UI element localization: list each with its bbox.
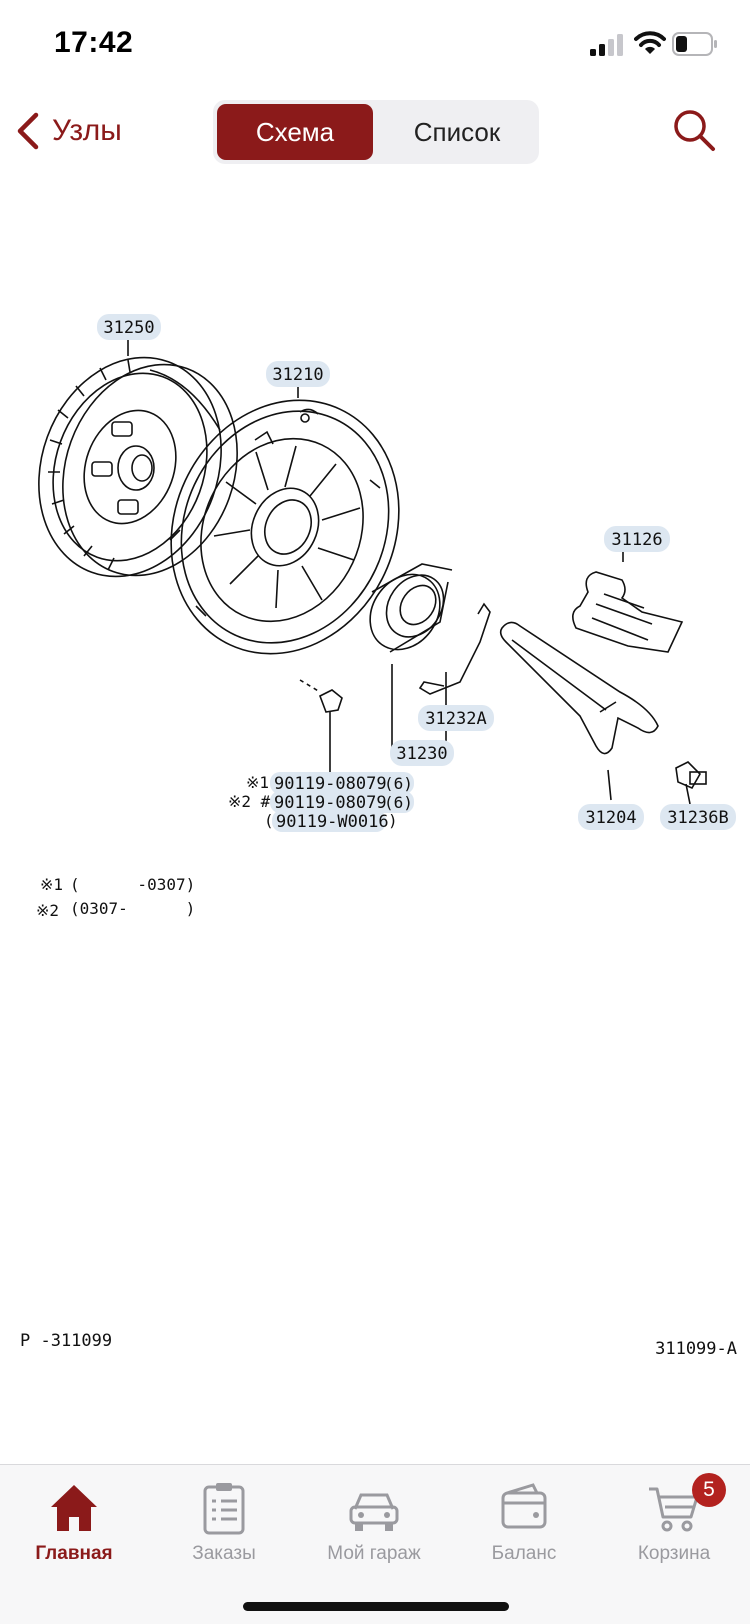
status-bar: 17:42 <box>0 0 750 90</box>
callout-bolt-2[interactable]: 90119-08079 <box>270 791 414 813</box>
navigation-header: Узлы Схема Список <box>0 96 750 168</box>
tab-garage-label: Мой гараж <box>327 1543 421 1564</box>
wallet-icon <box>501 1483 547 1529</box>
bolt-qty-1: (6) <box>384 774 413 793</box>
callout-bolt-3-label: 90119-W0016 <box>276 812 389 832</box>
diagram-ref-left: P -311099 <box>20 1331 112 1351</box>
segment-scheme[interactable]: Схема <box>217 104 373 160</box>
bolt-qty-2: (6) <box>384 793 413 812</box>
segment-list[interactable]: Список <box>413 116 501 147</box>
bolt-paren-open: ( <box>264 811 274 830</box>
parts-diagram: 31250 31210 31126 31232A 31230 31204 312… <box>0 190 750 1410</box>
status-time: 17:42 <box>54 26 134 59</box>
cart-icon <box>649 1487 699 1532</box>
tab-home-label: Главная <box>35 1543 113 1564</box>
bottom-tab-bar: Главная Заказы Мой гараж Баланс <box>0 1464 750 1624</box>
tab-balance-label: Баланс <box>491 1543 557 1564</box>
cart-badge: 5 <box>692 1473 726 1507</box>
callout-31230[interactable]: 31230 <box>390 740 454 766</box>
clutch-exploded-view: 31250 31210 31126 31232A 31230 31204 312… <box>20 314 737 1359</box>
bolt-mark-2: ※2 # <box>228 792 271 811</box>
callout-31126-label: 31126 <box>611 530 662 550</box>
note-mark-1: ※1 <box>40 875 63 894</box>
home-indicator <box>243 1602 509 1611</box>
pivot-drawing <box>675 761 707 790</box>
tab-cart[interactable]: 5 Корзина <box>604 1473 744 1585</box>
clipboard-list-icon <box>203 1483 245 1535</box>
tab-garage[interactable]: Мой гараж <box>304 1475 444 1585</box>
callout-31232A-label: 31232A <box>425 709 486 729</box>
callout-bolt-3[interactable]: 90119-W0016 <box>272 810 389 832</box>
car-icon <box>349 1493 399 1531</box>
cellular-signal-icon <box>590 34 623 56</box>
release-bearing-drawing <box>369 563 453 653</box>
tab-home[interactable]: Главная <box>4 1475 144 1585</box>
clutch-disc-drawing <box>38 356 238 578</box>
callout-31250[interactable]: 31250 <box>97 314 161 340</box>
tab-orders[interactable]: Заказы <box>154 1475 294 1585</box>
pressure-plate-drawing <box>169 399 400 655</box>
release-fork-drawing <box>499 621 659 755</box>
callout-31204-label: 31204 <box>585 808 636 828</box>
view-segmented-control: Схема Список <box>213 100 539 164</box>
callout-31236B[interactable]: 31236B <box>660 804 736 830</box>
note-text-1: ( -0307) <box>70 875 195 894</box>
search-icon[interactable] <box>672 108 716 152</box>
note-text-2: (0307- ) <box>70 899 195 918</box>
diagram-ref-right: 311099-A <box>655 1339 737 1359</box>
note-mark-2: ※2 <box>36 901 59 920</box>
tab-orders-label: Заказы <box>192 1543 256 1564</box>
home-icon <box>51 1485 97 1531</box>
callout-bolt-1[interactable]: 90119-08079 <box>270 772 414 794</box>
battery-icon <box>672 32 717 56</box>
callout-31230-label: 31230 <box>396 744 447 764</box>
callout-31232A[interactable]: 31232A <box>418 705 494 731</box>
callout-31236B-label: 31236B <box>667 808 728 828</box>
callout-bolt-1-label: 90119-08079 <box>274 774 387 794</box>
callout-31210-label: 31210 <box>272 365 323 385</box>
callout-31126[interactable]: 31126 <box>604 526 670 552</box>
callout-31210[interactable]: 31210 <box>266 361 330 387</box>
callout-bolt-2-label: 90119-08079 <box>274 793 387 813</box>
bolt-drawing <box>299 679 343 713</box>
callout-31250-label: 31250 <box>103 318 154 338</box>
bolt-mark-1: ※1 <box>246 773 269 792</box>
wifi-icon <box>634 31 666 54</box>
callout-31204[interactable]: 31204 <box>578 804 644 830</box>
dust-boot-drawing <box>572 571 684 653</box>
tab-balance[interactable]: Баланс <box>454 1475 594 1585</box>
clip-drawing <box>418 602 491 695</box>
back-label: Узлы <box>52 114 122 147</box>
tab-cart-label: Корзина <box>637 1543 711 1564</box>
back-button[interactable]: Узлы <box>14 106 122 156</box>
chevron-left-icon <box>17 112 39 150</box>
bolt-paren-close: ) <box>388 811 398 830</box>
